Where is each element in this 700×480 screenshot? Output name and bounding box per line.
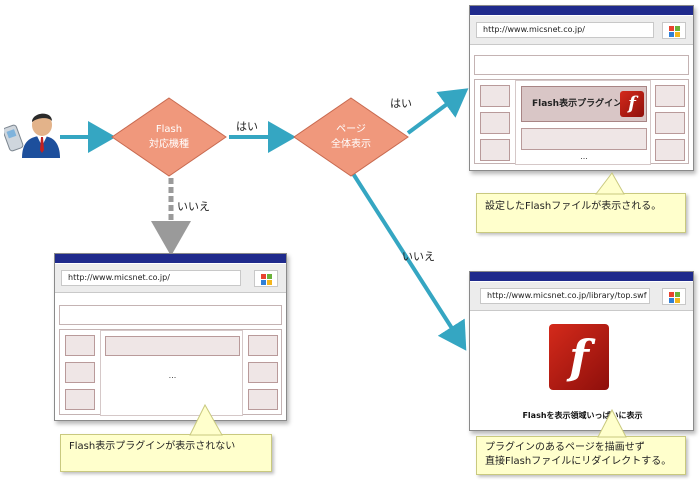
decision-page-full-display: ページ 全体表示 bbox=[293, 97, 409, 177]
url-field: http://www.micsnet.co.jp/ bbox=[61, 270, 241, 286]
note-redirect-line2: 直接Flashファイルにリダイレクトする。 bbox=[485, 456, 672, 467]
edge-label-flash-no: いいえ bbox=[177, 200, 210, 213]
note-redirect-line1: プラグインのあるページを描画せず bbox=[485, 442, 645, 453]
decision-page-line1: ページ bbox=[336, 124, 366, 135]
left-nav-cell bbox=[480, 85, 510, 107]
user-with-phone-icon bbox=[4, 113, 60, 158]
browser-titlebar bbox=[470, 272, 693, 281]
decision-diamond-shape bbox=[293, 97, 409, 177]
url-field: http://www.micsnet.co.jp/ bbox=[476, 22, 654, 38]
content-block bbox=[105, 336, 240, 356]
right-nav-cell bbox=[248, 389, 278, 410]
right-nav-cell bbox=[248, 362, 278, 383]
flash-plugin-area: Flash表示プラグイン f bbox=[521, 86, 647, 122]
browser-titlebar bbox=[55, 254, 286, 263]
page-header-block bbox=[59, 305, 282, 325]
browser-titlebar bbox=[470, 6, 693, 15]
left-nav-cell bbox=[480, 112, 510, 134]
decision-flash-line1: Flash bbox=[155, 124, 183, 135]
content-block bbox=[521, 128, 647, 150]
windows-logo-icon bbox=[662, 288, 686, 305]
left-nav-cell bbox=[480, 139, 510, 161]
browser-window-no-plugin: http://www.micsnet.co.jp/ ... bbox=[54, 253, 287, 421]
content-column: ... bbox=[100, 330, 243, 416]
decision-flash-supported: Flash 対応機種 bbox=[111, 97, 227, 177]
left-nav-cell bbox=[65, 362, 95, 383]
right-nav-cell bbox=[655, 112, 685, 134]
edge-label-page-no: いいえ bbox=[402, 250, 435, 263]
page-header-block bbox=[474, 55, 689, 75]
browser-window-plugin-page: http://www.micsnet.co.jp/ Flash表示プラグイン f… bbox=[469, 5, 694, 171]
note-plugin-not-displayed: Flash表示プラグインが表示されない bbox=[60, 434, 272, 472]
browser-address-bar: http://www.micsnet.co.jp/library/top.swf bbox=[470, 282, 693, 311]
note-pointer-bottom-left bbox=[189, 403, 223, 436]
flash-player-large-icon: f bbox=[549, 324, 609, 390]
more-content-ellipsis: ... bbox=[580, 152, 588, 161]
left-nav-cell bbox=[65, 335, 95, 356]
browser-window-direct-swf: http://www.micsnet.co.jp/library/top.swf… bbox=[469, 271, 694, 431]
arrow-page-no bbox=[350, 170, 467, 351]
browser-address-bar: http://www.micsnet.co.jp/ bbox=[55, 264, 286, 293]
windows-logo-icon bbox=[254, 270, 278, 287]
note-pointer-top-right bbox=[594, 172, 625, 195]
url-field: http://www.micsnet.co.jp/library/top.swf bbox=[480, 288, 650, 304]
decision-flash-line2: 対応機種 bbox=[149, 139, 189, 150]
arrow-page-yes bbox=[406, 88, 469, 135]
right-nav-cell bbox=[655, 139, 685, 161]
left-nav-cell bbox=[65, 389, 95, 410]
decision-page-line2: 全体表示 bbox=[331, 139, 371, 150]
note-direct-redirect: プラグインのあるページを描画せず 直接Flashファイルにリダイレクトする。 bbox=[476, 436, 686, 475]
page-body-frame: Flash表示プラグイン f ... bbox=[474, 79, 689, 165]
page-body-frame: ... bbox=[59, 329, 282, 416]
more-content-ellipsis: ... bbox=[168, 371, 177, 380]
decision-diamond-shape bbox=[111, 97, 227, 177]
note-pointer-bottom-right bbox=[597, 408, 627, 438]
edge-label-page-yes: はい bbox=[390, 97, 412, 110]
swf-caption: Flashを表示領域いっぱいに表示 bbox=[522, 411, 643, 420]
browser-address-bar: http://www.micsnet.co.jp/ bbox=[470, 16, 693, 45]
right-nav-cell bbox=[655, 85, 685, 107]
note-flash-displayed: 設定したFlashファイルが表示される。 bbox=[476, 193, 686, 233]
flash-plugin-label: Flash表示プラグイン bbox=[532, 99, 623, 109]
flash-player-icon: f bbox=[620, 91, 644, 117]
right-nav-cell bbox=[248, 335, 278, 356]
edge-label-flash-yes: はい bbox=[236, 120, 258, 133]
windows-logo-icon bbox=[662, 22, 686, 39]
content-column: Flash表示プラグイン f ... bbox=[515, 80, 651, 165]
